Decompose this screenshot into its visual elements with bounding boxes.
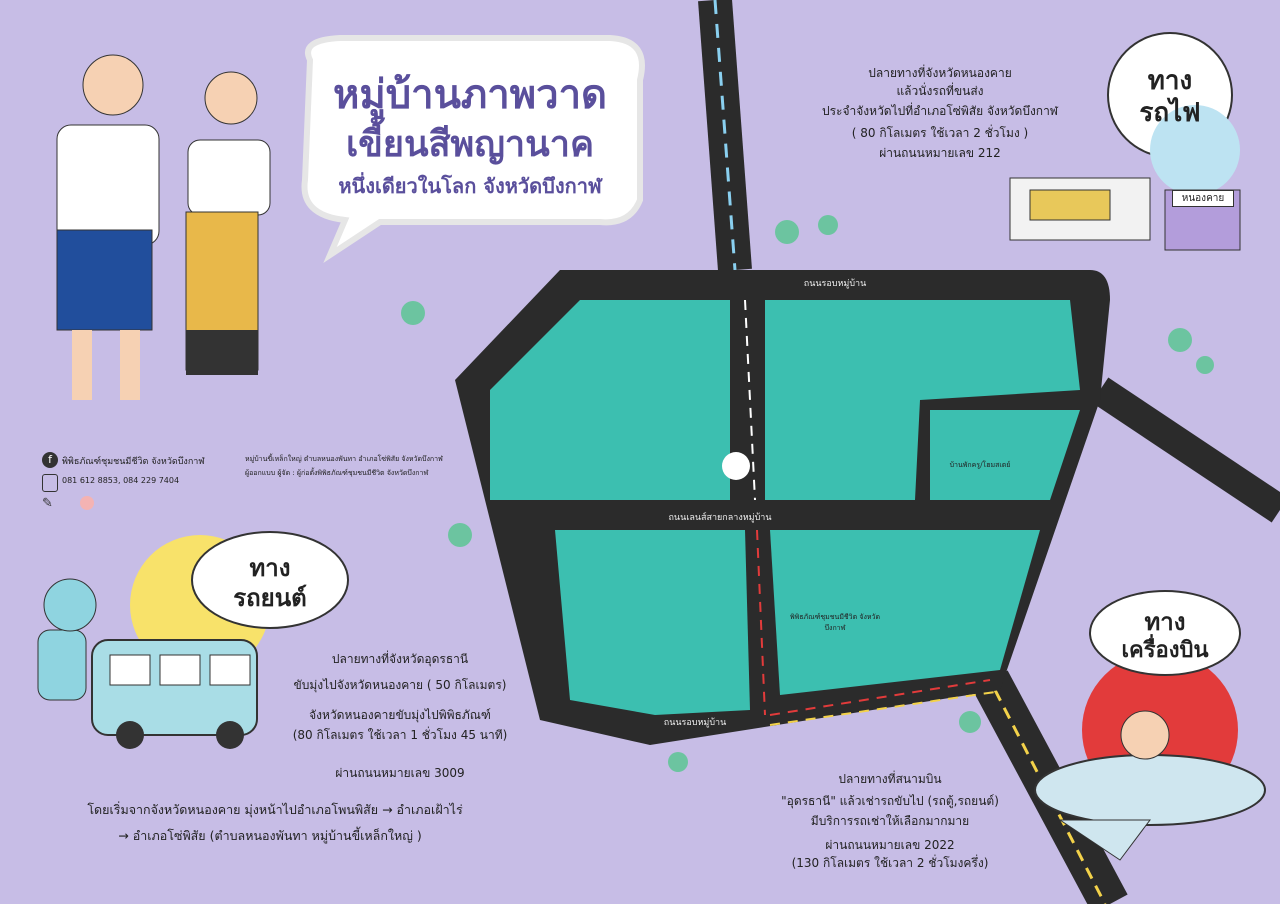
train-desc-3: ประจำจังหวัดไปที่อำเภอโซ่พิสัย จังหวัดบึ… bbox=[821, 104, 1059, 118]
dinosaur-illustration bbox=[37, 578, 97, 701]
block-northeast bbox=[930, 410, 1080, 500]
title-line3: หนึ่งเดียวในโลก จังหวัดบึงกาฬ bbox=[338, 174, 602, 198]
couple-illustration bbox=[56, 54, 271, 400]
plane-desc-5: (130 กิโลเมตร ใช้เวลา 2 ชั่วโมงครึ่ง) bbox=[791, 856, 989, 870]
plane-illustration bbox=[1034, 710, 1266, 861]
block-northwest bbox=[490, 300, 730, 500]
trees bbox=[401, 215, 1214, 772]
road-label-top: ถนนรอบหมู่บ้าน bbox=[803, 279, 867, 289]
contact-facebook: พิพิธภัณฑ์ชุมชนมีชีวิต จังหวัดบึงกาฬ bbox=[62, 457, 205, 467]
plane-desc-1: ปลายทางที่สนามบิน bbox=[838, 772, 942, 786]
facebook-icon: f bbox=[42, 452, 58, 468]
museum-label: พิพิธภัณฑ์ชุมชนมีชีวิต จังหวัดบึงกาฬ bbox=[790, 613, 880, 632]
title-line2: เขี้ยนสีพญานาค bbox=[345, 124, 595, 165]
train-desc-5: ผ่านถนนหมายเลข 212 bbox=[879, 146, 1001, 160]
east-road bbox=[1091, 377, 1280, 523]
contact-address-2: ผู้ออกแบบ ผู้จัด : ผู้ก่อตั้งพิพิธภัณฑ์ช… bbox=[245, 469, 429, 477]
station-sign: หนองคาย bbox=[1172, 190, 1234, 207]
plane-badge-line2: เครื่องบิน bbox=[1121, 638, 1209, 663]
train-badge-line2: รถไฟ bbox=[1139, 98, 1201, 128]
plane-desc-2: "อุดรธานี" แล้วเช่ารถขับไป (รถตู้,รถยนต์… bbox=[781, 794, 999, 808]
pen-icon: ✎ bbox=[42, 496, 53, 511]
car-desc-3: จังหวัดหนองคายขับมุ่งไปพิพิธภัณฑ์ bbox=[309, 708, 491, 722]
train-desc-2: แล้วนั่งรถที่ขนส่ง bbox=[896, 84, 984, 98]
car-badge-line2: รถยนต์ bbox=[233, 584, 307, 612]
block-southwest bbox=[555, 530, 750, 715]
train-desc-4: ( 80 กิโลเมตร ใช้เวลา 2 ชั่วโมง ) bbox=[851, 126, 1029, 140]
car-badge bbox=[191, 531, 349, 629]
location-pin-icon bbox=[722, 452, 750, 480]
contact-phone: 081 612 8853, 084 229 7404 bbox=[62, 476, 180, 485]
train-badge-line1: ทาง bbox=[1147, 66, 1193, 96]
plane-badge bbox=[1089, 590, 1241, 676]
contact-address-1: หมู่บ้านขี้เหล็กใหญ่ ตำบลหนองพันทา อำเภอ… bbox=[245, 455, 443, 463]
road-label-middle: ถนนเลนส์สายกลางหมู่บ้าน bbox=[668, 513, 772, 523]
block-southeast bbox=[770, 530, 1040, 695]
car-desc-2: ขับมุ่งไปจังหวัดหนองคาย ( 50 กิโลเมตร) bbox=[293, 678, 507, 692]
block-north-center bbox=[765, 300, 1080, 500]
car-route-2: → อำเภอโซ่พิสัย (ตำบลหนองพันทา หมู่บ้านข… bbox=[118, 828, 422, 843]
plane-desc-4: ผ่านถนนหมายเลข 2022 bbox=[825, 838, 955, 852]
logo-icon bbox=[80, 496, 94, 510]
train-desc-1: ปลายทางที่จังหวัดหนองคาย bbox=[868, 66, 1012, 80]
car-badge-line1: ทาง bbox=[249, 554, 291, 582]
north-road bbox=[698, 0, 752, 272]
road-label-bottom: ถนนรอบหมู่บ้าน bbox=[663, 718, 727, 728]
car-desc-5: ผ่านถนนหมายเลข 3009 bbox=[335, 766, 465, 780]
van-illustration bbox=[91, 639, 258, 749]
title-line1: หมู่บ้านภาพวาด bbox=[332, 72, 608, 118]
small-house-label: บ้านพักครู/โฮมสเตย์ bbox=[949, 461, 1011, 469]
car-desc-1: ปลายทางที่จังหวัดอุดรธานี bbox=[331, 652, 469, 666]
plane-desc-3: มีบริการรถเช่าให้เลือกมากมาย bbox=[810, 814, 970, 828]
car-desc-4: (80 กิโลเมตร ใช้เวลา 1 ชั่วโมง 45 นาที) bbox=[292, 728, 508, 742]
title-bubble bbox=[301, 35, 645, 264]
plane-badge-line1: ทาง bbox=[1144, 608, 1186, 636]
car-route-1: โดยเริ่มจากจังหวัดหนองคาย มุ่งหน้าไปอำเภ… bbox=[87, 802, 463, 817]
phone-icon bbox=[42, 474, 58, 492]
